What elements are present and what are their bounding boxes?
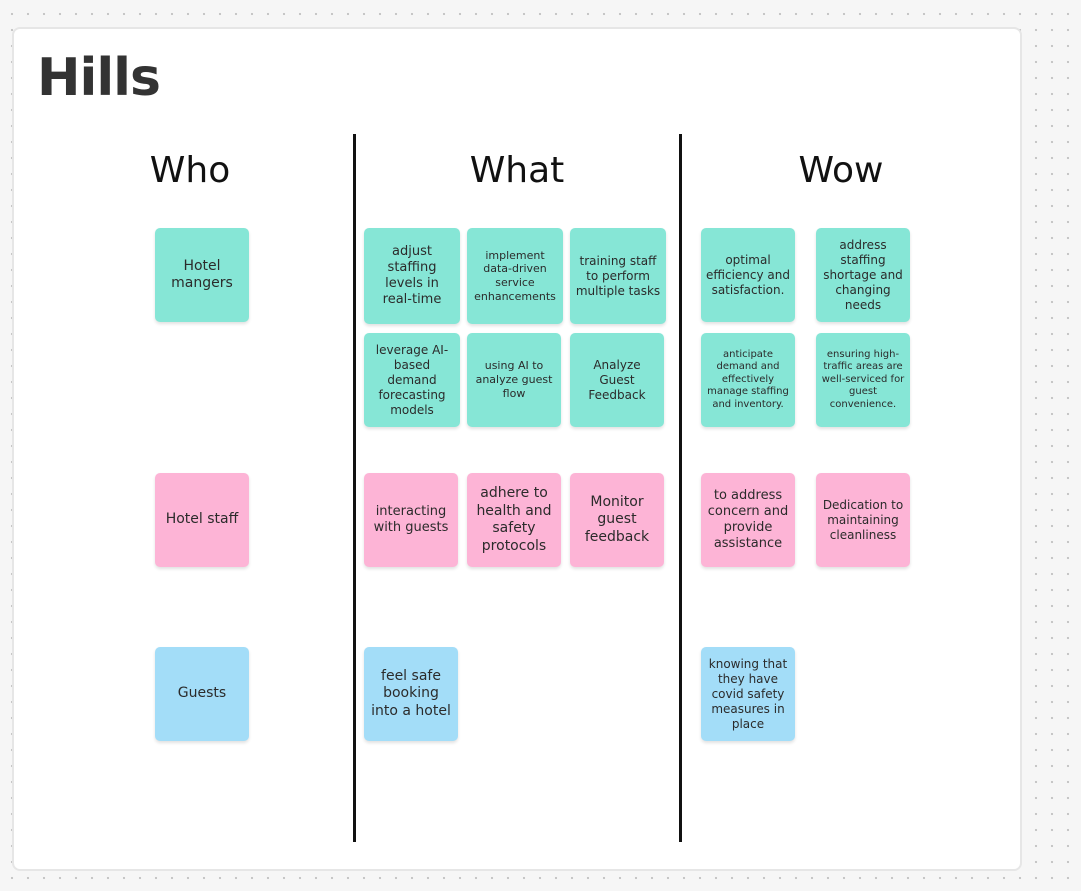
sticky-note-what-staff[interactable]: Monitor guest feedback xyxy=(570,473,664,567)
column-divider-right xyxy=(679,134,682,842)
sticky-note-what-guests[interactable]: feel safe booking into a hotel xyxy=(364,647,458,741)
sticky-note-what-manager[interactable]: Analyze Guest Feedback xyxy=(570,333,664,427)
board-title: Hills xyxy=(37,48,161,108)
sticky-note-what-staff[interactable]: interacting with guests xyxy=(364,473,458,567)
sticky-note-what-manager[interactable]: training staff to perform multiple tasks xyxy=(570,228,666,324)
sticky-note-wow-manager[interactable]: optimal efficiency and satisfaction. xyxy=(701,228,795,322)
sticky-note-what-staff[interactable]: adhere to health and safety protocols xyxy=(467,473,561,567)
sticky-note-who-staff[interactable]: Hotel staff xyxy=(155,473,249,567)
column-divider-left xyxy=(353,134,356,842)
sticky-note-what-manager[interactable]: using AI to analyze guest flow xyxy=(467,333,561,427)
column-header-wow: Wow xyxy=(798,150,884,191)
column-header-what: What xyxy=(469,150,565,191)
sticky-note-wow-guests[interactable]: knowing that they have covid safety meas… xyxy=(701,647,795,741)
sticky-note-wow-staff[interactable]: Dedication to maintaining cleanliness xyxy=(816,473,910,567)
sticky-note-what-manager[interactable]: leverage AI-based demand forecasting mod… xyxy=(364,333,460,427)
sticky-note-what-manager[interactable]: adjust staffing levels in real-time xyxy=(364,228,460,324)
sticky-note-who-guests[interactable]: Guests xyxy=(155,647,249,741)
sticky-note-wow-manager[interactable]: ensuring high-traffic areas are well-ser… xyxy=(816,333,910,427)
sticky-note-wow-manager[interactable]: address staffing shortage and changing n… xyxy=(816,228,910,322)
sticky-note-wow-manager[interactable]: anticipate demand and effectively manage… xyxy=(701,333,795,427)
sticky-note-wow-staff[interactable]: to address concern and provide assistanc… xyxy=(701,473,795,567)
column-header-who: Who xyxy=(149,150,231,191)
sticky-note-what-manager[interactable]: implement data-driven service enhancemen… xyxy=(467,228,563,324)
sticky-note-who-managers[interactable]: Hotel mangers xyxy=(155,228,249,322)
